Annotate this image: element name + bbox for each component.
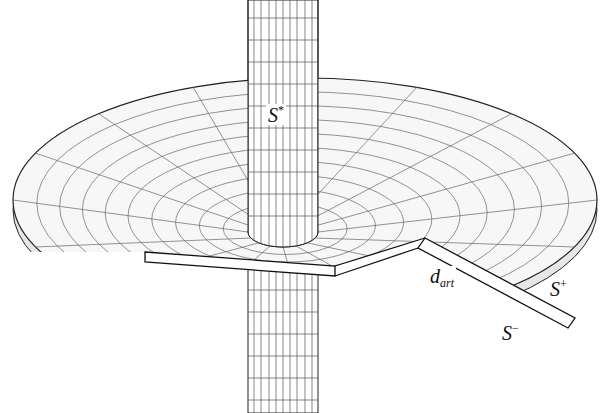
cylinder-outline bbox=[248, 0, 318, 247]
label-superscript: + bbox=[560, 277, 567, 291]
label-superscript: * bbox=[278, 103, 284, 117]
label-base: d bbox=[430, 265, 440, 287]
cylinder-upper bbox=[248, 0, 318, 413]
surface-label: S+ bbox=[548, 278, 569, 299]
cut-face-left bbox=[145, 252, 335, 276]
label-base: S bbox=[502, 322, 512, 344]
cut-edge-lower bbox=[335, 248, 418, 276]
cylinder-lower bbox=[248, 0, 318, 413]
surface-label: S− bbox=[500, 322, 521, 343]
label-base: S bbox=[268, 104, 278, 126]
cut-edge bbox=[335, 238, 425, 266]
cut-face-right bbox=[418, 238, 575, 328]
label-base: S bbox=[550, 278, 560, 300]
dimension-label: dart bbox=[428, 266, 456, 289]
label-superscript: − bbox=[512, 321, 519, 335]
label-subscript: art bbox=[440, 276, 454, 290]
surface-label: S* bbox=[266, 104, 286, 125]
